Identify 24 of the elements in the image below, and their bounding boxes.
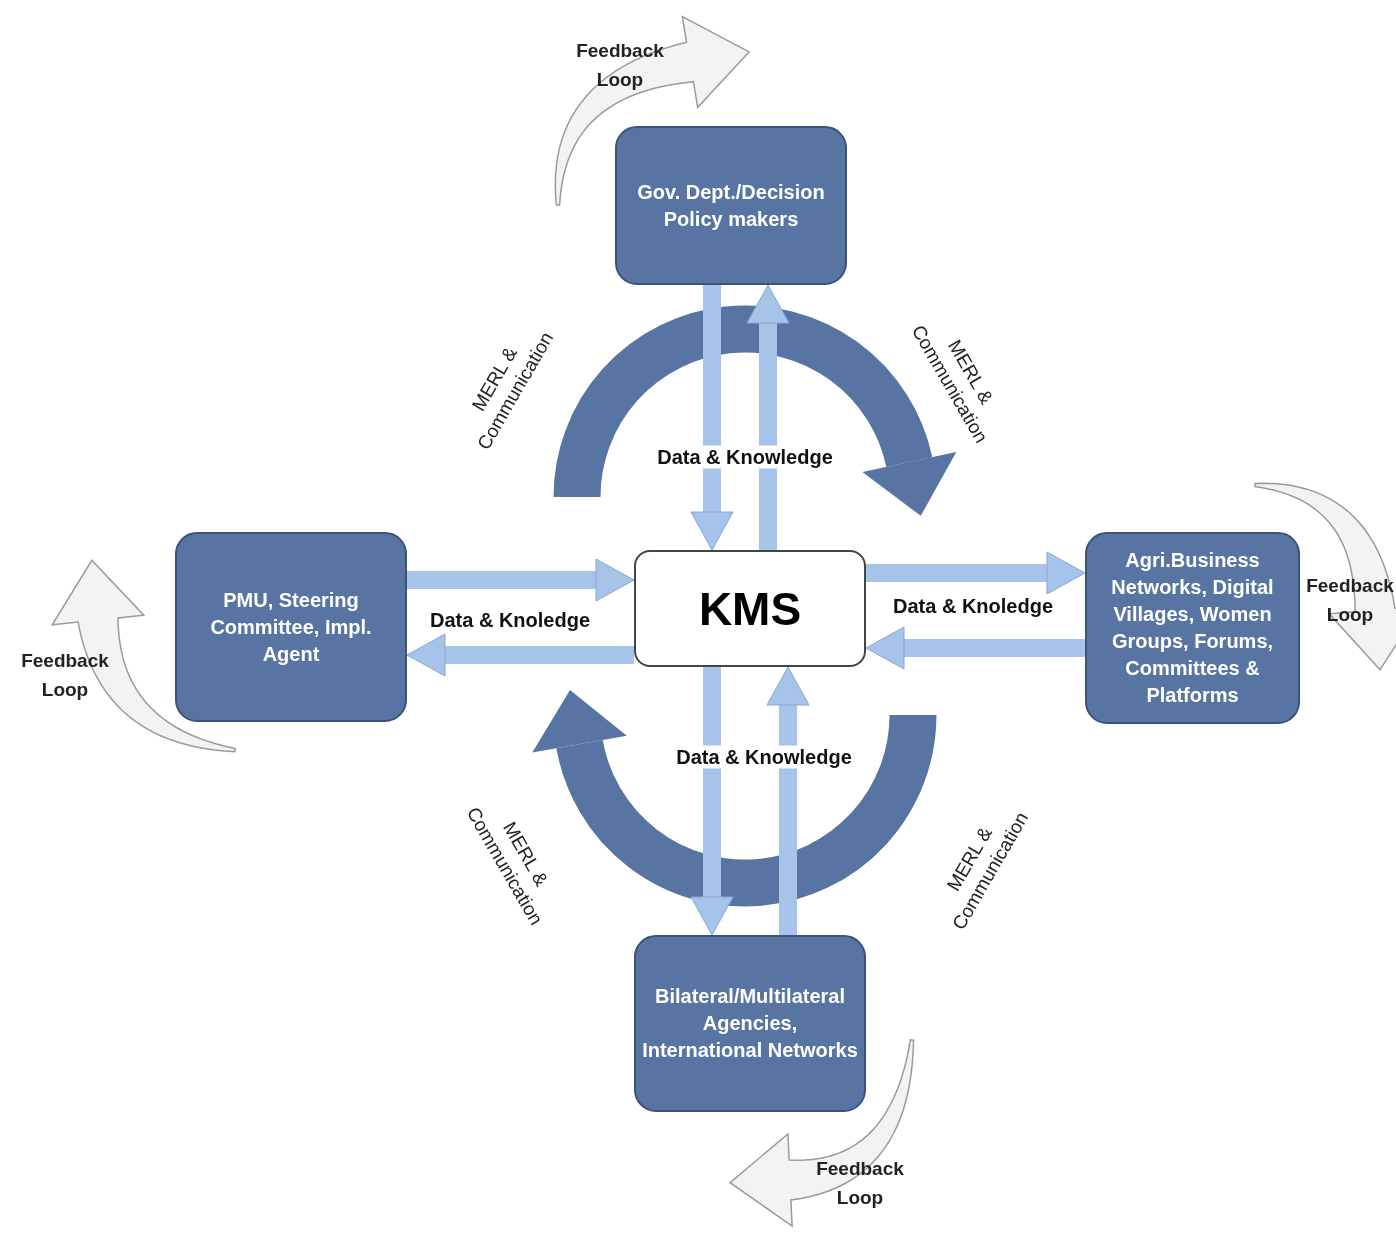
edge-label: Data & Knowledge (655, 445, 835, 469)
arrow (746, 284, 790, 550)
box-label: PMU, Steering Committee, Impl. Agent (209, 587, 373, 667)
feedback-label: Feedback Loop (20, 648, 110, 702)
arrow (865, 626, 1085, 670)
arrow (406, 633, 634, 677)
box-label: Agri.Business Networks, Digital Villages, Women Groups, Forums, Committees & Platforms (1110, 548, 1275, 708)
stakeholder-box (1085, 532, 1300, 724)
stakeholder-box (634, 935, 866, 1112)
arrow (407, 558, 635, 602)
stakeholder-box (175, 532, 407, 722)
arrow (690, 285, 734, 551)
stakeholder-box (615, 126, 847, 285)
feedback-label: Feedback Loop (815, 1156, 905, 1210)
feedback-label: Feedback Loop (1305, 573, 1395, 627)
arrow (766, 666, 810, 935)
arrow (866, 551, 1086, 595)
edge-label: Data & Knowledge (674, 745, 854, 769)
box-label: Bilateral/Multilateral Agencies, International Networks (642, 984, 858, 1063)
feedback-label: Feedback Loop (575, 38, 665, 92)
center-box (634, 550, 866, 667)
box-label: Gov. Dept./Decision Policy makers (636, 179, 826, 232)
arrow (690, 667, 734, 936)
center-label: KMS (698, 581, 802, 636)
